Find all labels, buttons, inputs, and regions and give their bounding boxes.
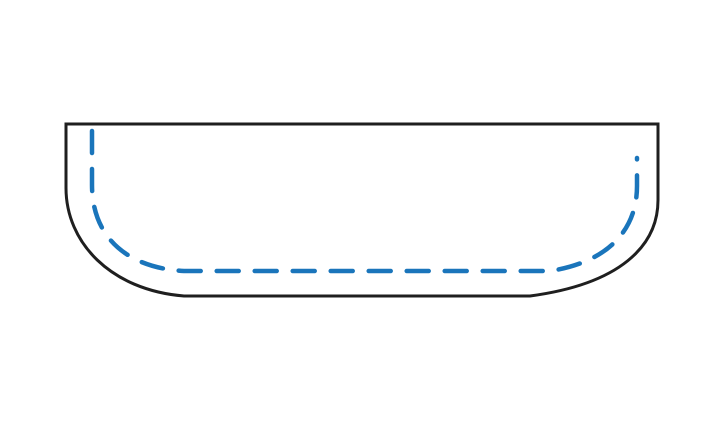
pocket-outline [64,122,660,298]
stitch-line [89,128,640,274]
